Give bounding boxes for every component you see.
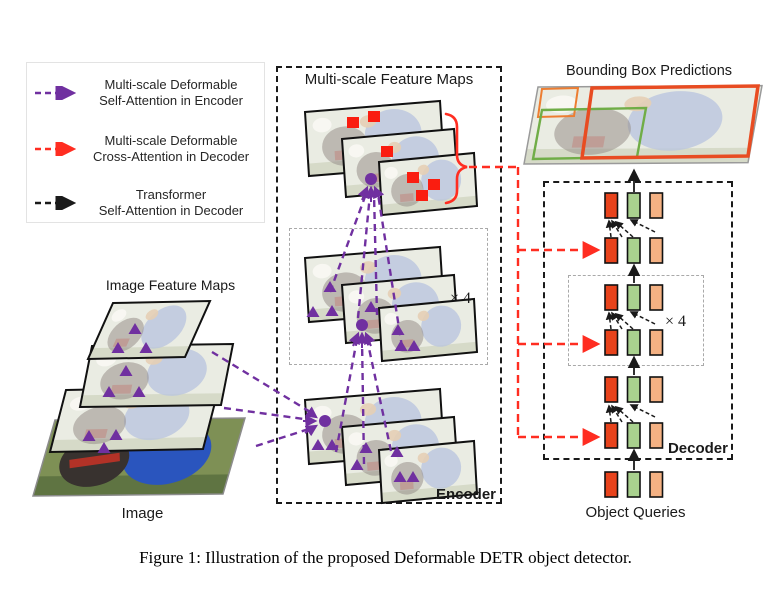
image-feature-maps-title: Image Feature Maps — [105, 277, 236, 293]
source-image — [33, 418, 245, 496]
image-feature-map-stack — [50, 301, 233, 452]
bounding-box-predictions-title: Bounding Box Predictions — [565, 63, 733, 79]
predicted-box-orange — [536, 86, 580, 119]
encoder-label: Encoder — [435, 486, 496, 503]
object-queries-label: Object Queries — [585, 504, 686, 521]
object-queries-row — [604, 471, 664, 498]
encoder-repeat-label: × 4 — [450, 290, 472, 307]
red-dashed-arrow-icon — [35, 142, 77, 156]
black-dashed-arrow-icon — [35, 196, 77, 210]
multi-scale-feature-maps-title: Multi-scale Feature Maps — [304, 71, 474, 88]
predicted-box-green — [531, 106, 648, 161]
purple-dashed-arrow-icon — [35, 86, 77, 100]
decoder-repeat-label: × 4 — [665, 313, 687, 330]
bounding-box-image — [524, 84, 762, 164]
predicted-box-red — [579, 84, 761, 160]
figure-caption: Figure 1: Illustration of the proposed D… — [139, 548, 632, 567]
decoder-label: Decoder — [667, 440, 728, 457]
image-label: Image — [121, 505, 164, 522]
